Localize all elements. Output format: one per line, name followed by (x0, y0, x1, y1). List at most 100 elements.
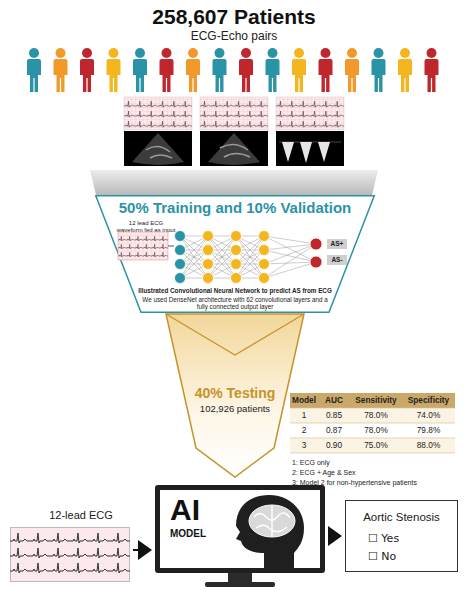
monitor-subtitle: MODEL (170, 528, 230, 540)
table-cell: 0.90 (318, 441, 350, 451)
network-links (208, 236, 236, 278)
ecg-trace (118, 252, 168, 257)
person-icon (292, 48, 306, 92)
hidden-neuron (203, 273, 214, 284)
flow-arrow (133, 540, 152, 560)
person-icon (27, 48, 41, 92)
ecg-trace (200, 101, 268, 107)
hidden-neuron (231, 231, 242, 242)
ecg-echo-panels (124, 97, 344, 166)
echo-panel (200, 131, 268, 166)
table-header: Sensitivity (350, 396, 402, 406)
table-header: Model (290, 396, 318, 406)
hidden-neuron (259, 245, 270, 256)
table-cell: 75.0% (350, 441, 402, 451)
monitor-neck (228, 573, 252, 583)
ecg-trace (118, 236, 168, 241)
input-ecg-thumbnail (118, 232, 168, 260)
ecg-trace (276, 111, 344, 117)
bottom-ecg-traces (10, 533, 130, 573)
output-class-box: AS- (327, 255, 347, 265)
person-icon (425, 48, 439, 92)
hidden-neuron (231, 245, 242, 256)
person-icon (239, 48, 253, 92)
table-rule (290, 408, 455, 453)
table-cell: 78.0% (350, 426, 402, 436)
arrow-head (138, 540, 152, 560)
arrow-head (328, 526, 342, 546)
checkbox-option: ☐ No (368, 551, 448, 564)
network-links (264, 236, 316, 278)
ecg-input-box: 12-lead ECG (10, 527, 130, 582)
person-icon (319, 48, 333, 92)
testing-outline (166, 314, 304, 477)
output-neuron (310, 238, 322, 250)
ecg-trace (124, 101, 192, 107)
hidden-neuron (259, 231, 270, 242)
ecg-trace (200, 121, 268, 127)
figure-caption: Illustrated Convolutional Neural Network… (110, 287, 360, 294)
patient-count: 102,926 patients (165, 404, 305, 415)
monitor-title: AI (170, 493, 230, 528)
ecg-trace (10, 563, 130, 573)
person-icon (398, 48, 412, 92)
hidden-neuron (203, 259, 214, 270)
ecg-panel (124, 97, 192, 130)
footnote: 1: ECG only (292, 459, 464, 467)
class-label: AS- (327, 256, 347, 263)
checkbox-option: ☐ Yes (368, 533, 448, 546)
table-cell: 1 (290, 411, 318, 421)
echo-sector (208, 133, 260, 165)
subtitle: ECG-Echo pairs (0, 30, 468, 44)
ecg-trace (124, 111, 192, 117)
training-funnel: 50% Training and 10% Validation 12 lead E… (95, 195, 375, 313)
ecg-trace (124, 121, 192, 127)
output-box: Aortic Stenosis ☐ Yes ☐ No (345, 500, 458, 572)
table-cell: 3 (290, 441, 318, 451)
ecg-panel (200, 97, 268, 130)
output-class-box: AS+ (327, 239, 347, 249)
person-icon (107, 48, 121, 92)
ecg-trace (118, 244, 168, 249)
ecg-trace (276, 121, 344, 127)
testing-funnel: 40% Testing102,926 patients (165, 313, 305, 478)
person-icon (266, 48, 280, 92)
box-heading: Aortic Stenosis (346, 511, 457, 524)
table-header: AUC (318, 396, 350, 406)
neural-network (168, 236, 316, 278)
echo-speckle (220, 144, 250, 157)
network-links (180, 236, 208, 278)
ecg-thumbnail (118, 232, 168, 260)
head-brain-icon (236, 495, 304, 568)
ecg-panel (276, 97, 344, 130)
section-heading: 50% Training and 10% Validation (95, 199, 375, 216)
person-icon (213, 48, 227, 92)
input-caption: 12 lead ECG waveform fed as input (115, 220, 177, 234)
hidden-neuron (259, 259, 270, 270)
footnote: 2: ECG + Age & Sex (292, 469, 464, 477)
table-cell: 88.0% (402, 441, 455, 451)
input-neuron (175, 231, 186, 242)
table-header: Specificity (402, 396, 455, 406)
echo-speckle (146, 146, 172, 158)
testing-chevron (166, 314, 304, 355)
flow-arrow (328, 526, 342, 546)
hidden-neuron (231, 259, 242, 270)
table-cell: 0.87 (318, 426, 350, 436)
output-neuron (310, 256, 322, 268)
table-row-band (290, 423, 455, 438)
box-heading: 12-lead ECG (31, 509, 131, 522)
echo-sector (132, 133, 184, 165)
title: 258,607 Patients (0, 5, 468, 29)
ecg-trace (10, 533, 130, 543)
doppler-peaks (282, 142, 330, 163)
table-cell: 79.8% (402, 426, 455, 436)
hidden-neuron (203, 231, 214, 242)
person-icon (160, 48, 174, 92)
input-neuron (175, 259, 186, 270)
monitor-stand (205, 573, 275, 587)
